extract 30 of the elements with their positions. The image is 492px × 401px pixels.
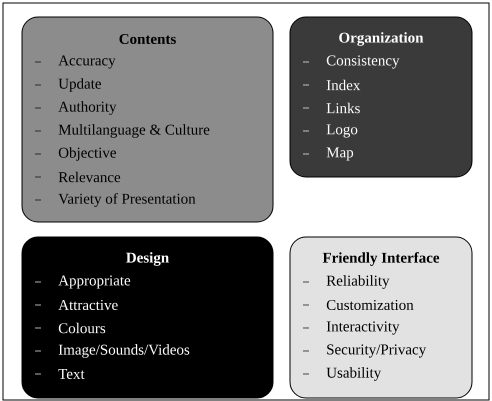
category-box [22, 16, 274, 222]
box-heading: Organization [339, 32, 424, 46]
list-item: Customization [326, 300, 414, 310]
list-item: Colours [58, 322, 106, 334]
list-item: Accuracy [58, 55, 116, 69]
list-item: Text [58, 369, 85, 379]
list-item: Reliability [326, 275, 390, 289]
list-item: Usability [326, 367, 382, 381]
category-box [290, 236, 472, 398]
list-item: Interactivity [326, 321, 400, 335]
list-item: Consistency [326, 55, 400, 69]
list-item: Logo [326, 124, 358, 138]
list-item: Attractive [58, 300, 118, 310]
category-box [22, 236, 274, 398]
list-item: Index [326, 80, 360, 90]
list-item: Appropriate [58, 275, 130, 289]
box-heading: Design [126, 252, 169, 266]
list-item: Links [326, 102, 360, 114]
list-item: Multilanguage & Culture [58, 124, 210, 138]
list-item: Objective [58, 147, 116, 161]
list-item: Update [58, 78, 101, 92]
box-heading: Friendly Interface [322, 252, 440, 266]
list-item: Variety of Presentation [58, 193, 196, 207]
list-item: Image/Sounds/Videos [58, 344, 190, 358]
list-item: Map [326, 148, 354, 160]
category-box [290, 16, 472, 178]
box-heading: Contents [120, 34, 176, 44]
list-item: Authority [58, 101, 116, 115]
list-item: Relevance [58, 172, 120, 182]
list-item: Security/Privacy [327, 344, 426, 358]
